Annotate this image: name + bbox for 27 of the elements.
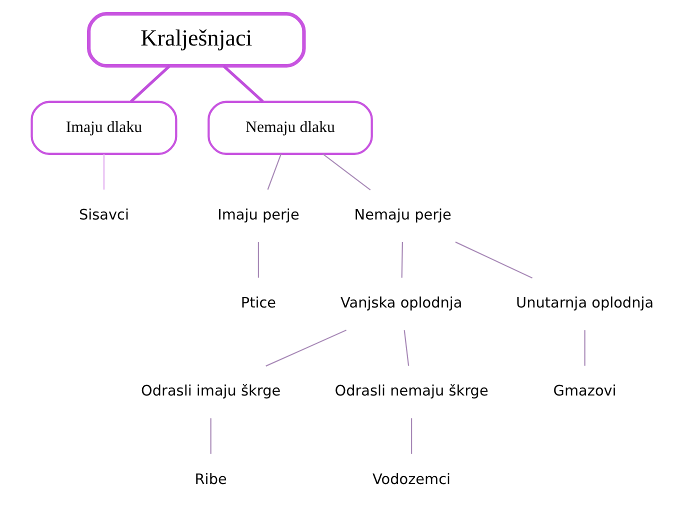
node-text: Ptice	[240, 296, 276, 312]
connector	[103, 154, 105, 190]
node-text: Gmazovi	[553, 384, 616, 400]
node-text: Vanjska oplodnja	[340, 296, 462, 312]
node-box: Imaju dlaku	[30, 100, 178, 155]
connector	[410, 418, 412, 454]
connector	[322, 154, 371, 190]
connector	[401, 242, 404, 278]
node-text: Sisavci	[78, 208, 129, 224]
connector	[258, 242, 260, 278]
node-text: Nemaju perje	[354, 208, 452, 224]
node-text: Odrasli imaju škrge	[141, 384, 281, 400]
node-box: Kralješnjaci	[87, 12, 306, 68]
connector	[267, 154, 282, 190]
connector	[130, 64, 171, 103]
connector	[455, 242, 533, 279]
connector	[404, 330, 410, 366]
node-text: Ribe	[194, 472, 227, 488]
node-box: Nemaju dlaku	[208, 100, 373, 155]
connector	[266, 330, 347, 367]
connector	[584, 330, 586, 366]
connector	[210, 418, 212, 454]
node-text: Unutarnja oplodnja	[516, 296, 654, 312]
node-text: Imaju perje	[218, 208, 300, 224]
node-text: Vodozemci	[372, 472, 451, 488]
connector	[222, 64, 264, 103]
node-text: Odrasli nemaju škrge	[334, 384, 488, 400]
